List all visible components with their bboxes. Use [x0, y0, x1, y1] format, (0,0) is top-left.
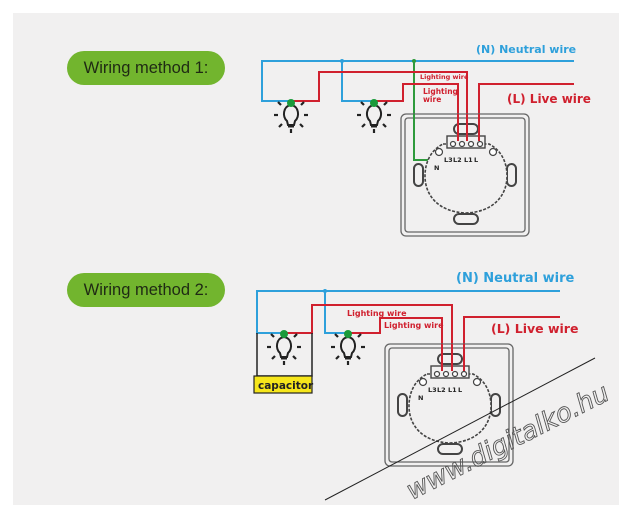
method-2-lighting-wire-2 — [348, 317, 443, 378]
method-1-switch-icon — [400, 113, 530, 237]
method-2-terminal-l: L — [458, 386, 462, 394]
method-1-neutral-wire — [261, 60, 574, 102]
method-2-neutral-branch — [324, 291, 348, 334]
method-1-lighting-wire-1 — [291, 71, 468, 131]
method-1-terminal-n: N — [434, 164, 439, 172]
method-2-neutral-label: (N) Neutral wire — [456, 271, 574, 286]
method-2-lighting-wire-label-2: Lighting wire — [384, 321, 444, 330]
method-1-lighting-wire-label-1: Lighting wire — [420, 73, 469, 81]
method-1-neutral-label: (N) Neutral wire — [476, 43, 576, 56]
capacitor-box — [253, 375, 313, 394]
method-1-terminal-l1: L1 — [464, 156, 473, 164]
method-1-neutral-branch — [341, 61, 374, 102]
method-2-bulb-2-icon — [329, 332, 367, 367]
method-2-bulb-2-contact — [344, 330, 352, 338]
method-2-neutral-wire — [256, 290, 560, 334]
method-1-terminal-l: L — [474, 156, 478, 164]
method-1-bulb-2-contact — [370, 99, 378, 107]
method-2-terminal-l3: L3 — [428, 386, 437, 394]
method-2-bulb-1-contact — [280, 330, 288, 338]
method-1-live-label: (L) Live wire — [507, 92, 591, 106]
method-1-lighting-wire-label-2b: wire — [423, 95, 441, 104]
method-2-capacitor-wire — [256, 333, 313, 377]
method-1-lighting-wire-2 — [374, 83, 459, 131]
method-2-diagram: capacitor L3 L2 L1 L N (N) Neutral wire … — [253, 271, 578, 467]
method-1-terminal-l3: L3 — [444, 156, 453, 164]
method-2-terminal-l1: L1 — [448, 386, 457, 394]
method-2-lighting-wire-1 — [284, 304, 453, 378]
method-1-bulb-1-contact — [287, 99, 295, 107]
diagram-panel — [13, 13, 619, 505]
method-1-lighting-wire-label-2a: Lighting — [423, 87, 458, 96]
wiring-method-2-label: Wiring method 2: — [67, 273, 225, 307]
wiring-method-1-label: Wiring method 1: — [67, 51, 225, 85]
capacitor-label: capacitor — [258, 380, 314, 392]
method-1-terminal-l2: L2 — [453, 156, 462, 164]
method-2-live-label: (L) Live wire — [491, 321, 578, 336]
method-1-diagram: L3 L2 L1 L N (N) Neutral wire (L) Live w… — [261, 43, 591, 237]
method-2-terminal-n: N — [418, 394, 423, 402]
method-2-lighting-wire-label-1: Lighting wire — [347, 309, 407, 318]
method-2-terminal-l2: L2 — [437, 386, 446, 394]
method-2-bulb-1-icon — [265, 332, 303, 367]
